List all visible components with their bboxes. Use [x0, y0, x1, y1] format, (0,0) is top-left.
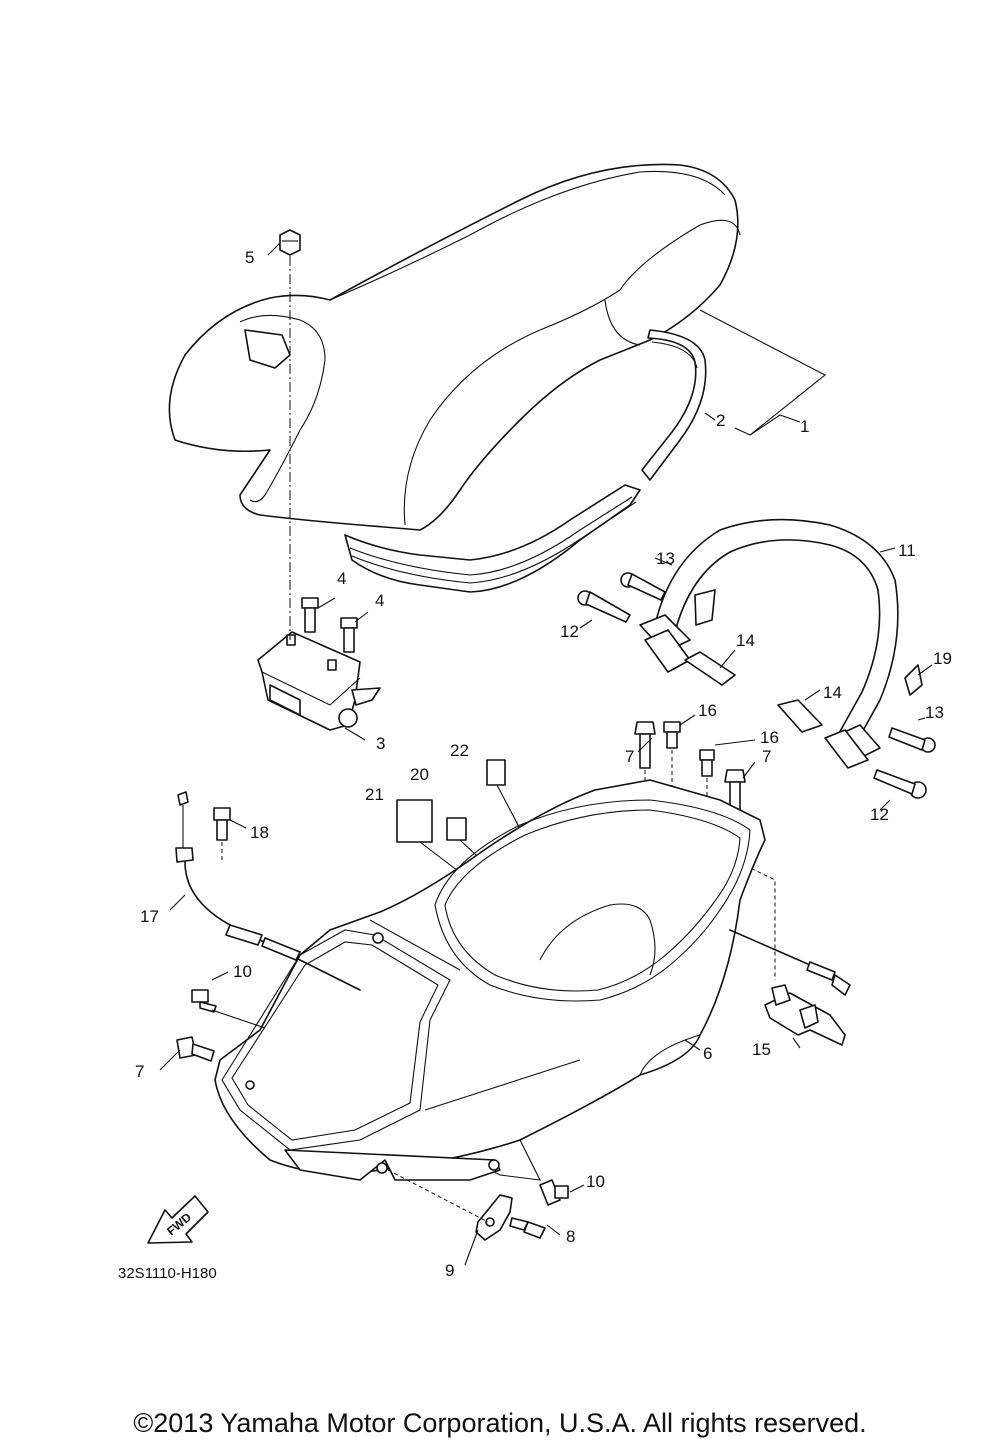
callout-15[interactable]: 15 — [752, 1040, 771, 1059]
callout-10-b[interactable]: 10 — [586, 1172, 605, 1191]
callout-14-a[interactable]: 14 — [736, 631, 755, 650]
callout-8[interactable]: 8 — [566, 1227, 575, 1246]
clip-10-b[interactable] — [539, 1179, 569, 1206]
callout-9[interactable]: 9 — [445, 1261, 454, 1280]
callout-10-a[interactable]: 10 — [233, 962, 252, 981]
storage-box[interactable] — [214, 779, 766, 1181]
bolt-13-a[interactable] — [620, 572, 666, 601]
callout-12-a[interactable]: 12 — [560, 622, 579, 641]
callout-18[interactable]: 18 — [250, 823, 269, 842]
callout-16-a[interactable]: 16 — [698, 701, 717, 720]
callout-4-b[interactable]: 4 — [375, 591, 384, 610]
nut-5[interactable] — [279, 229, 301, 256]
seat-lock-cable[interactable] — [175, 791, 851, 996]
bolt-16-a[interactable] — [663, 721, 681, 749]
bolt-12-a[interactable] — [577, 590, 631, 623]
callout-14-b[interactable]: 14 — [823, 683, 842, 702]
callout-20[interactable]: 20 — [410, 765, 429, 784]
bolt-7-a[interactable] — [634, 721, 656, 769]
callout-1[interactable]: 1 — [800, 417, 809, 436]
seat-lock[interactable] — [764, 984, 846, 1046]
clip-10-a[interactable] — [191, 989, 217, 1013]
seat-drawing[interactable] — [168, 163, 741, 593]
callout-5[interactable]: 5 — [245, 248, 254, 267]
callout-4-a[interactable]: 4 — [337, 569, 346, 588]
seat-hinge-bracket[interactable] — [257, 631, 381, 731]
seat-parts-diagram: FWD 1 2 3 4 4 5 6 7 7 7 — [118, 163, 952, 1282]
bolt-12-b[interactable] — [873, 769, 927, 799]
forward-direction-arrow: FWD — [147, 1195, 209, 1244]
collar-14-a[interactable] — [644, 629, 736, 686]
bracket-9-axis — [387, 1169, 489, 1223]
callout-13-a[interactable]: 13 — [656, 549, 675, 568]
callout-7-c[interactable]: 7 — [135, 1062, 144, 1081]
callout-17[interactable]: 17 — [140, 907, 159, 926]
clip-10-a-leader — [211, 1009, 266, 1029]
collar-14-b[interactable] — [777, 699, 869, 769]
callout-7-a[interactable]: 7 — [625, 747, 634, 766]
callout-11[interactable]: 11 — [898, 541, 916, 560]
bolt-13-b[interactable] — [888, 727, 936, 753]
callout-22[interactable]: 22 — [450, 741, 469, 760]
callout-7-b[interactable]: 7 — [762, 747, 771, 766]
label-19[interactable] — [904, 664, 923, 696]
bracket-9[interactable] — [475, 1194, 513, 1241]
callout-21[interactable]: 21 — [365, 785, 384, 804]
bolt-7-c[interactable] — [176, 1036, 215, 1062]
bolt-4-a[interactable] — [301, 597, 319, 633]
bolt-16-b[interactable] — [699, 749, 715, 777]
figure-code: 32S1110-H180 — [118, 1265, 217, 1282]
bolt-4-b[interactable] — [340, 617, 358, 653]
callout-6[interactable]: 6 — [703, 1044, 712, 1063]
label-21[interactable] — [396, 799, 433, 843]
callout-12-b[interactable]: 12 — [870, 805, 889, 824]
label-20[interactable] — [446, 817, 467, 841]
screw-18[interactable] — [213, 807, 231, 841]
callout-2[interactable]: 2 — [716, 411, 725, 430]
bolt-8[interactable] — [509, 1217, 546, 1239]
copyright-notice: ©2013 Yamaha Motor Corporation, U.S.A. A… — [133, 1408, 867, 1438]
callout-19[interactable]: 19 — [933, 649, 952, 668]
callout-13-b[interactable]: 13 — [925, 703, 944, 722]
callout-3[interactable]: 3 — [376, 734, 385, 753]
label-22[interactable] — [486, 759, 506, 786]
callout-16-b[interactable]: 16 — [760, 728, 779, 747]
leader-lines — [159, 242, 933, 1266]
